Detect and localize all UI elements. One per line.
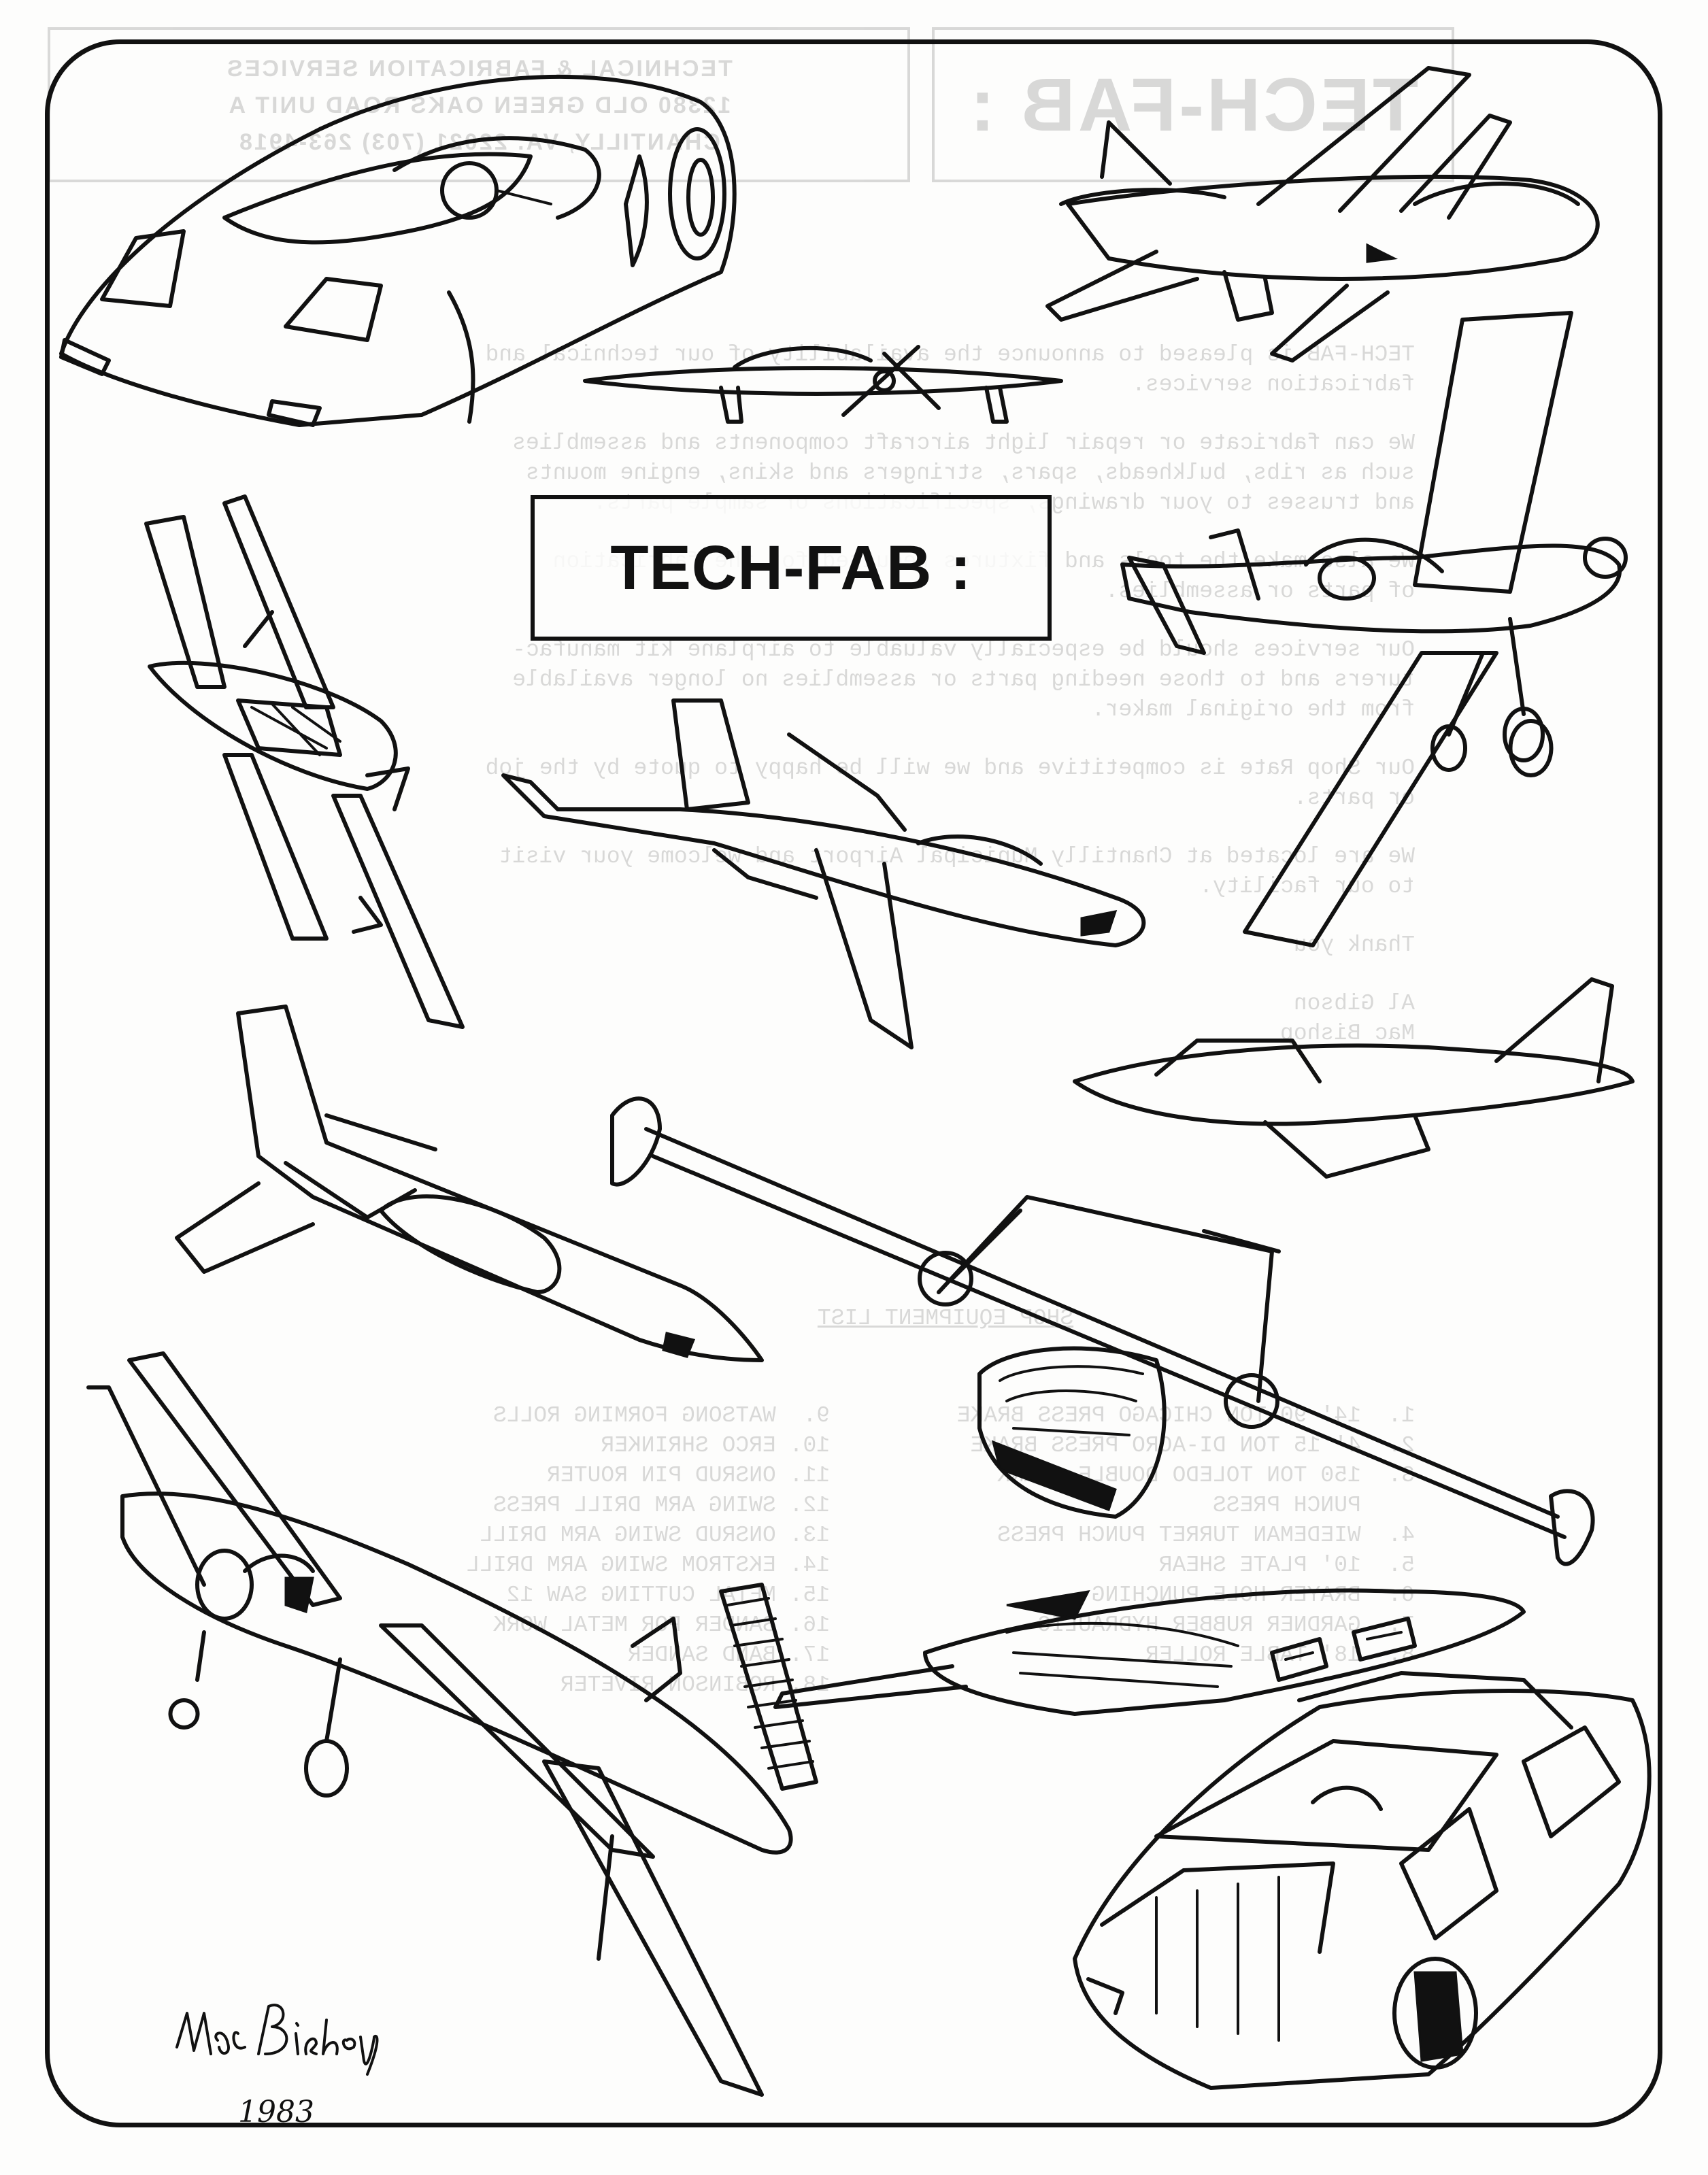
- page-title: TECH-FAB :: [610, 533, 972, 603]
- small-plane-illustration: [583, 345, 1063, 424]
- swept-jet-illustration: [501, 698, 1146, 1049]
- high-wing-plane-illustration: [1120, 311, 1628, 947]
- minivan-illustration: [1073, 1671, 1652, 2090]
- sports-car-illustration: [59, 74, 737, 427]
- handwritten-signature: 1983: [175, 2004, 379, 2129]
- pusher-plane-illustration: [175, 1005, 764, 1362]
- bottom-high-wing-plane-illustration: [86, 1351, 793, 2097]
- signature-year: 1983: [238, 2095, 314, 2129]
- rounded-page-border: [45, 39, 1662, 2127]
- canard-plane-illustration: [144, 494, 465, 1029]
- delta-jet-illustration: [1045, 66, 1600, 362]
- delta-wing-jet-illustration: [1073, 977, 1635, 1179]
- long-wing-canard-illustration: [610, 1096, 1595, 1566]
- title-box: TECH-FAB :: [531, 495, 1052, 641]
- tail-boom-jet-illustration: [719, 1583, 1526, 1791]
